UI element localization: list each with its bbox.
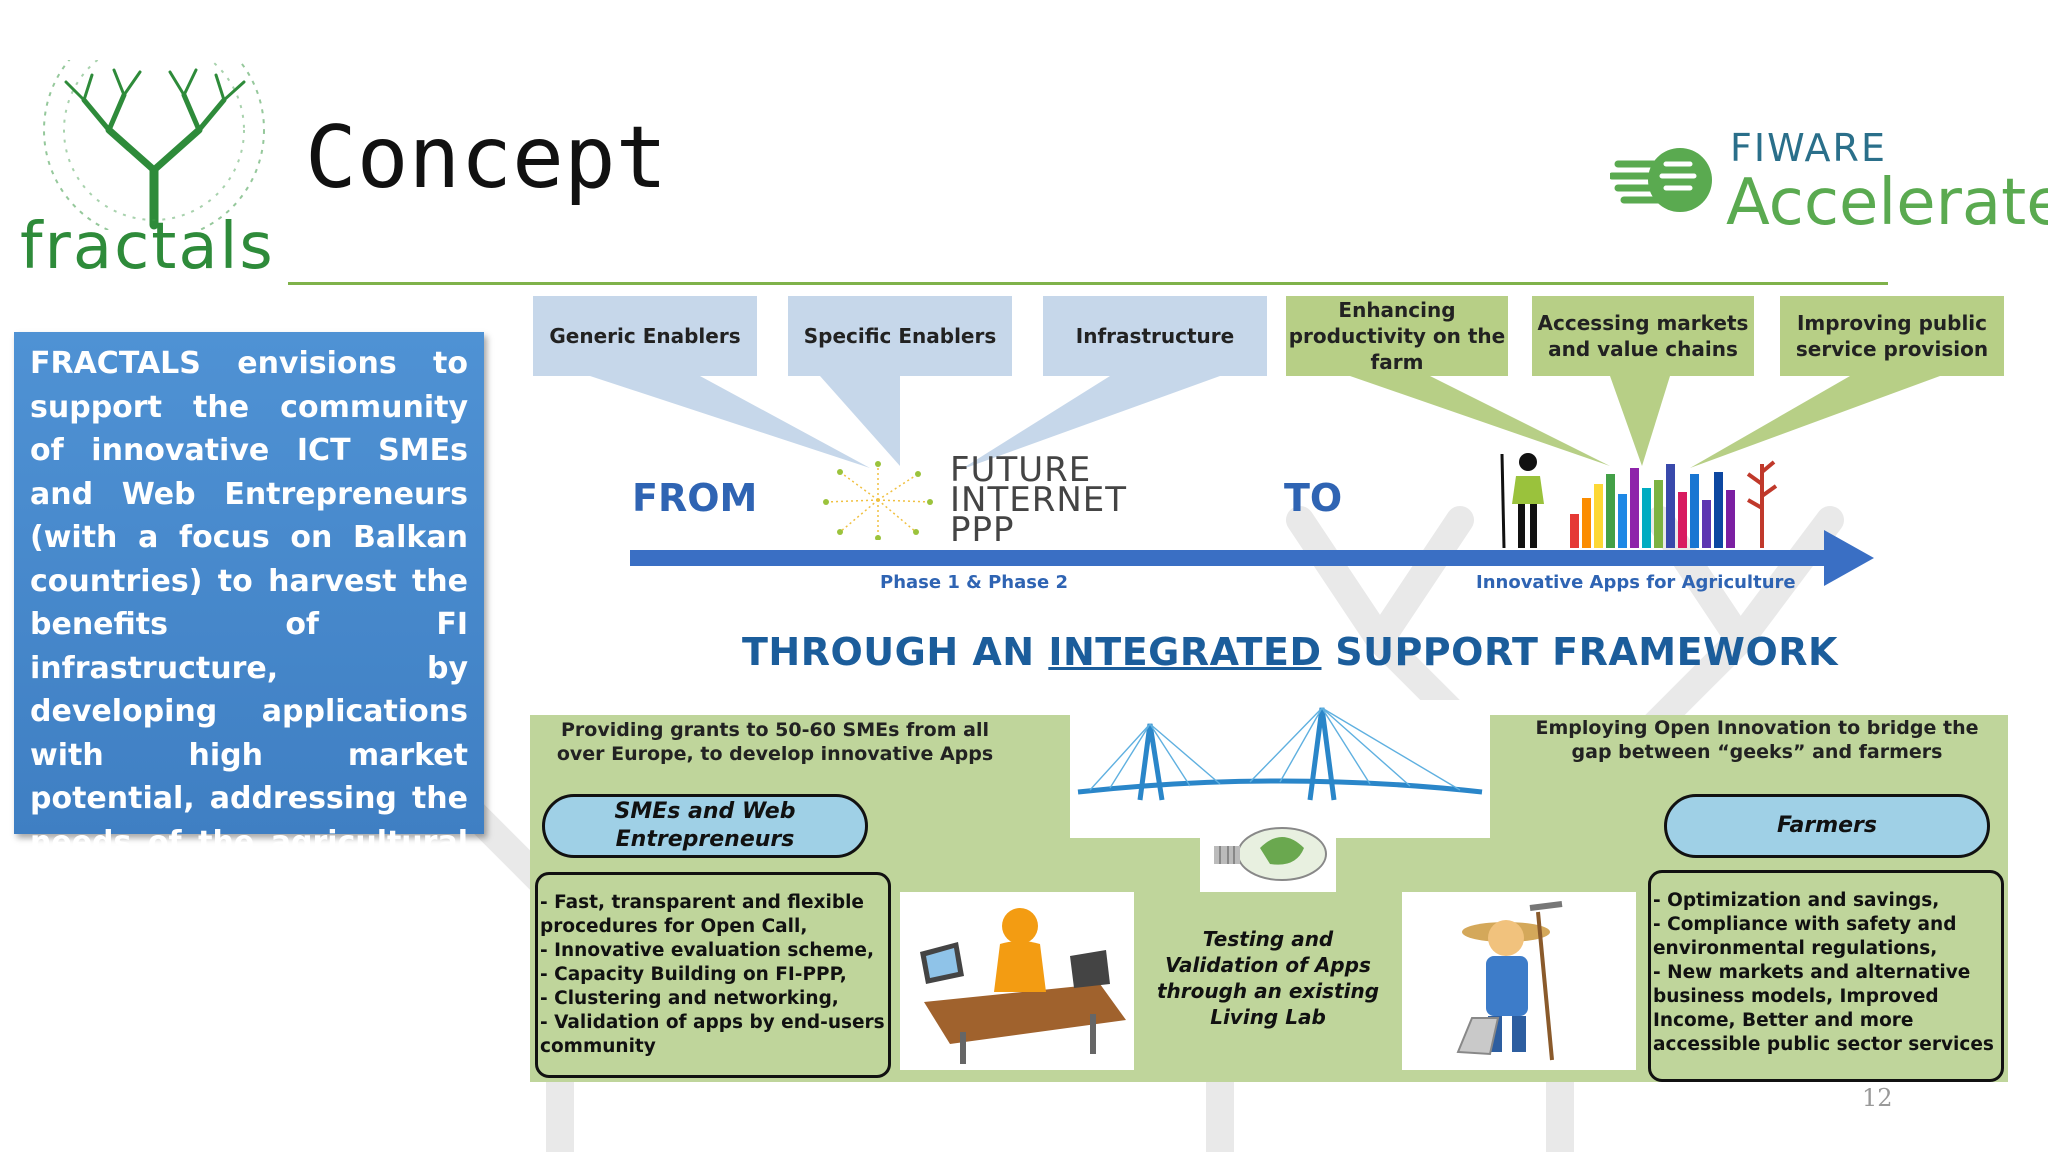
accessing-markets-box: Accessing markets and value chains (1532, 296, 1754, 376)
improving-public-service-box: Improving public service provision (1780, 296, 2004, 376)
lightbulb-icon (1214, 827, 1327, 881)
fractal-tree-icon (43, 19, 265, 241)
lightbulb-image (1200, 818, 1336, 892)
infrastructure-box: Infrastructure (1043, 296, 1267, 376)
generic-enablers-box: Generic Enablers (533, 296, 757, 376)
header-divider (288, 282, 1888, 285)
fiware-accelerate-logo: FIWARE Accelerate (1610, 118, 2048, 240)
fiware-wordmark: FIWARE (1730, 126, 1887, 170)
summary-panel: FRACTALS envisions to support the commun… (14, 332, 484, 903)
bridge-image (1070, 700, 1490, 838)
list-item: - Fast, transparent and flexible procedu… (540, 892, 864, 937)
grants-note: Providing grants to 50-60 SMEs from all … (556, 719, 994, 765)
list-item: - Compliance with safety and environment… (1653, 914, 1957, 959)
smes-pill: SMEs and Web Entrepreneurs (542, 794, 868, 858)
living-lab-text: Testing and Validation of Apps through a… (1156, 927, 1380, 1029)
callout-pointers (590, 376, 1940, 470)
framework-heading: THROUGH AN INTEGRATED SUPPORT FRAMEWORK (742, 630, 1838, 674)
network-burst-icon (823, 461, 933, 540)
open-innovation-note: Employing Open Innovation to bridge the … (1535, 717, 1979, 763)
list-item: - Clustering and networking, (540, 988, 839, 1009)
fractals-wordmark: fractals (20, 210, 275, 284)
enhancing-productivity-box: Enhancing productivity on the farm (1286, 296, 1508, 376)
list-item: - Capacity Building on FI-PPP, (540, 964, 847, 985)
farmers-pill: Farmers (1664, 794, 1990, 858)
list-item: - Innovative evaluation scheme, (540, 940, 874, 961)
person-at-desk-icon (920, 908, 1126, 1064)
phase-label: Phase 1 & Phase 2 (880, 572, 1068, 593)
bridge-icon (1077, 707, 1483, 801)
list-item: - Optimization and savings, (1653, 890, 1940, 911)
accelerate-wordmark: Accelerate (1726, 166, 2048, 240)
page-title: Concept (305, 108, 668, 208)
progress-arrow (630, 530, 1874, 586)
fractals-logo: fractals (14, 19, 294, 284)
farmer-icon (1456, 901, 1563, 1061)
to-label: TO (1284, 476, 1343, 520)
specific-enablers-box: Specific Enablers (788, 296, 1012, 376)
farmer-illustration (1402, 892, 1636, 1070)
agriculture-apps-illustration (1500, 453, 1778, 549)
speed-circle-icon (1610, 148, 1712, 212)
page-number: 12 (1862, 1084, 1893, 1112)
list-item: - Validation of apps by end-users commun… (540, 1012, 885, 1057)
from-label: FROM (632, 476, 758, 520)
sme-benefits-list: - Fast, transparent and flexible procedu… (535, 872, 891, 1078)
sme-illustration (900, 892, 1134, 1070)
farmer-benefits-list: - Optimization and savings, - Compliance… (1648, 870, 2004, 1082)
innovative-apps-label: Innovative Apps for Agriculture (1476, 572, 1796, 593)
future-internet-ppp-logo: FUTURE INTERNET PPP (950, 450, 1128, 550)
list-item: - New markets and alternative business m… (1653, 962, 1994, 1055)
